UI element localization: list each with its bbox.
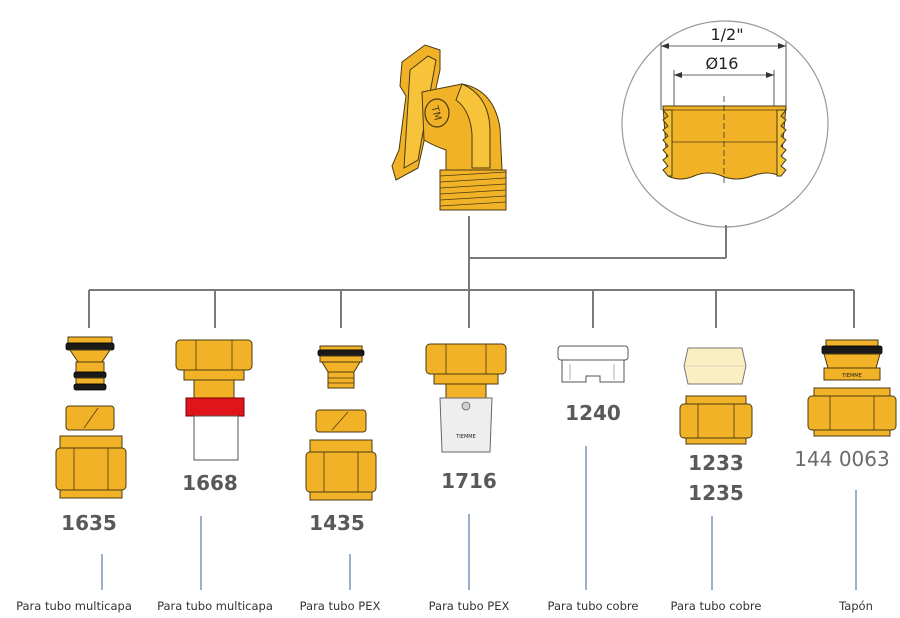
product-code: 1233 bbox=[688, 451, 744, 475]
product-caption: Para tubo multicapa bbox=[16, 599, 132, 613]
plug-144-0063: TIEMME 144 0063 Tapón bbox=[794, 340, 896, 613]
product-code: 144 0063 bbox=[794, 447, 889, 471]
product-code: 1716 bbox=[441, 469, 497, 493]
product-caption: Tapón bbox=[838, 599, 873, 613]
thread-detail: 1/2" Ø16 bbox=[622, 21, 828, 227]
product-caption: Para tubo cobre bbox=[548, 599, 639, 613]
fitting-1240: 1240 Para tubo cobre bbox=[548, 346, 639, 613]
product-code: 1240 bbox=[565, 401, 621, 425]
wall-elbow-fitting: TM bbox=[392, 45, 506, 210]
plug-engraving: TIEMME bbox=[841, 373, 861, 379]
product-code-alt: 1235 bbox=[688, 481, 744, 505]
connector-lines bbox=[89, 216, 854, 328]
product-caption: Para tubo cobre bbox=[671, 599, 762, 613]
sleeve-engraving: TIEMME bbox=[455, 434, 475, 440]
fitting-1716: TIEMME 1716 Para tubo PEX bbox=[426, 344, 510, 613]
fitting-1233-1235: 1233 1235 Para tubo cobre bbox=[671, 348, 762, 613]
product-code: 1668 bbox=[182, 471, 238, 495]
product-caption: Para tubo multicapa bbox=[157, 599, 273, 613]
dim-inner-label: Ø16 bbox=[706, 54, 739, 73]
product-code: 1635 bbox=[61, 511, 117, 535]
product-caption: Para tubo PEX bbox=[429, 599, 510, 613]
dim-outer-label: 1/2" bbox=[710, 25, 743, 44]
product-caption: Para tubo PEX bbox=[300, 599, 381, 613]
fitting-1668: 1668 Para tubo multicapa bbox=[157, 340, 273, 613]
product-code: 1435 bbox=[309, 511, 365, 535]
fitting-1435: 1435 Para tubo PEX bbox=[300, 346, 381, 613]
fitting-1635: 1635 Para tubo multicapa bbox=[16, 337, 132, 613]
